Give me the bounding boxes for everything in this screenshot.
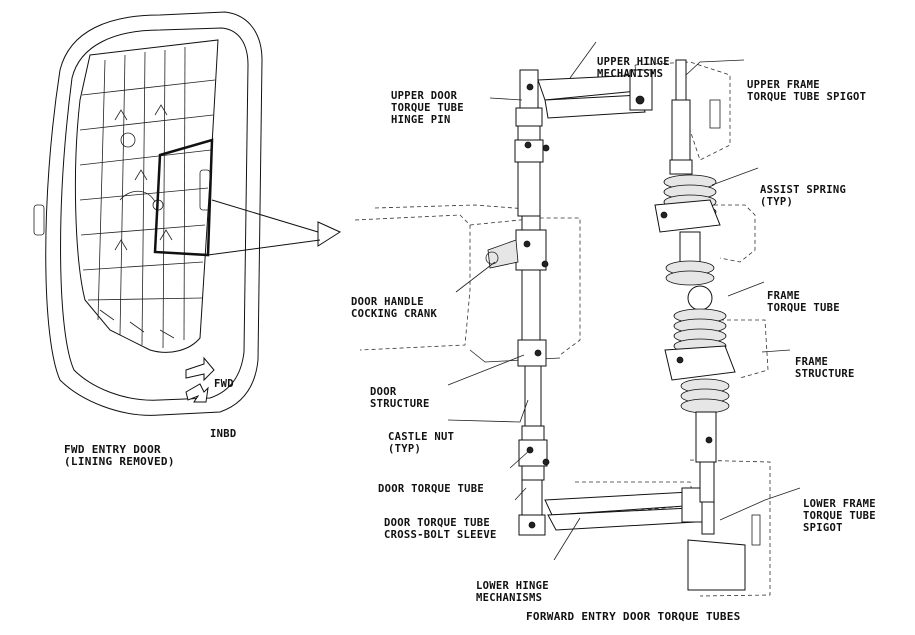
label-fwd: FWD	[214, 378, 234, 390]
label-inbd: INBD	[210, 428, 237, 440]
caption-fwd-entry-door: FWD ENTRY DOOR(LINING REMOVED)	[64, 443, 175, 468]
lower-hinge	[544, 487, 705, 531]
label-assist-spring: ASSIST SPRING(TYP)	[760, 184, 847, 208]
door-torque-tube	[485, 69, 550, 536]
label-door-torque-tube: DOOR TORQUE TUBE	[378, 483, 484, 495]
upper-hinge	[537, 69, 653, 119]
leader-lines	[447, 41, 801, 561]
torque-tube-diagram	[33, 11, 801, 597]
label-castle-nut: CASTLE NUT(TYP)	[388, 431, 455, 455]
entry-door-overview	[33, 11, 342, 416]
caption-forward-entry-door-torque-tubes: FORWARD ENTRY DOOR TORQUE TUBES	[526, 610, 741, 623]
frame-torque-tube	[654, 59, 736, 535]
torque-tube-assembly	[354, 59, 771, 597]
